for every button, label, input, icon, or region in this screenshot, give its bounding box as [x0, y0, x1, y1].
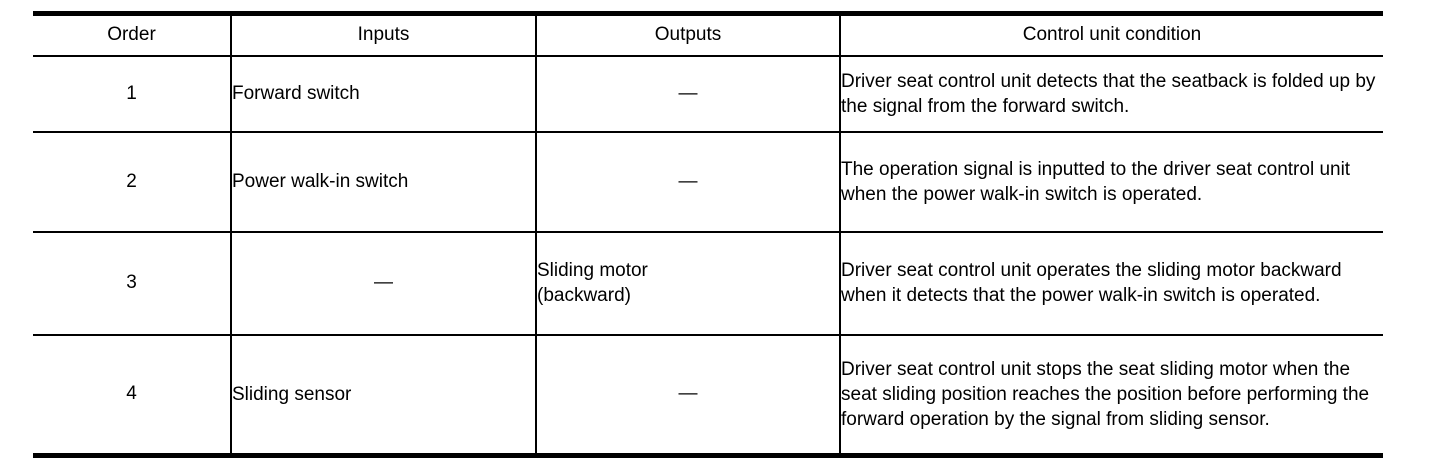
outputs-cell: Sliding motor (backward) — [536, 231, 841, 336]
table-row-3: 3 — Sliding motor (backward) Driver seat… — [33, 231, 1383, 336]
condition-cell: Driver seat control unit stops the seat … — [841, 358, 1370, 430]
outputs-cell: — — [536, 55, 841, 133]
condition-cell: Driver seat control unit operates the sl… — [840, 231, 1383, 336]
column-header-outputs: Outputs — [536, 13, 841, 57]
control-unit-condition-table: Order Inputs Outputs Control unit condit… — [33, 11, 1383, 458]
inputs-cell: — — [231, 231, 537, 336]
outputs-cell: — — [536, 131, 841, 233]
condition-cell: Driver seat control unit detects that th… — [840, 55, 1383, 133]
table-row-1: 1 Forward switch — Driver seat control u… — [33, 55, 1383, 133]
order-cell: 1 — [33, 55, 232, 133]
inputs-cell: Forward switch — [231, 55, 537, 133]
column-header-condition: Control unit condition — [840, 13, 1383, 57]
table-row-4: 4 Sliding sensor — Driver seat control u… — [33, 334, 1383, 456]
order-cell: 3 — [33, 231, 232, 336]
table-row-2: 2 Power walk-in switch — The operation s… — [33, 131, 1383, 233]
column-header-order: Order — [33, 13, 232, 57]
header-row: Order Inputs Outputs Control unit condit… — [33, 13, 1383, 57]
outputs-cell: — — [536, 334, 841, 456]
inputs-cell: Power walk-in switch — [231, 131, 537, 233]
order-cell: 4 — [33, 334, 232, 456]
condition-cell: The operation signal is inputted to the … — [840, 131, 1383, 233]
column-header-inputs: Inputs — [231, 13, 537, 57]
inputs-cell: Sliding sensor — [231, 334, 537, 456]
order-cell: 2 — [33, 131, 232, 233]
